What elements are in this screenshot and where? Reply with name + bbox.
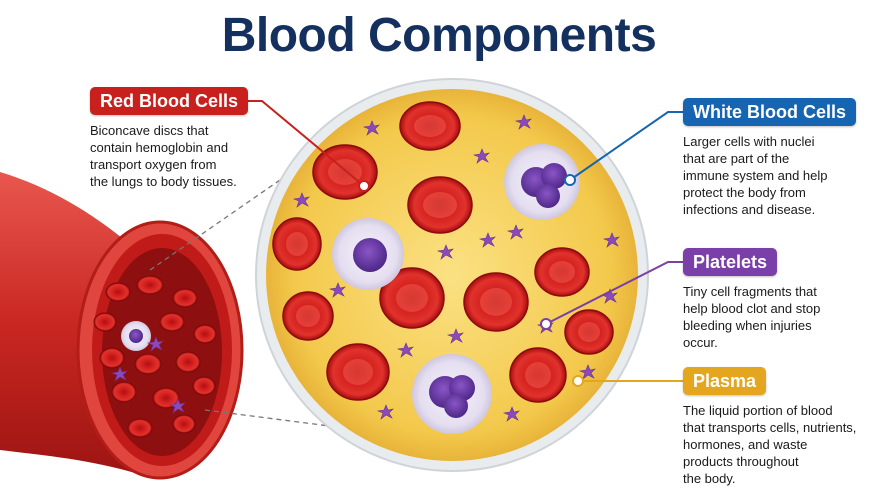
white-blood-cells-description: Larger cells with nuclei that are part o… — [683, 134, 828, 217]
blood-vessel — [0, 172, 244, 480]
platelets-label: Platelets — [683, 248, 778, 276]
white-blood-cell-bottom — [412, 354, 492, 434]
red-blood-cells-label: Red Blood Cells — [90, 87, 249, 115]
plasma-description: The liquid portion of blood that transpo… — [683, 403, 857, 486]
white-blood-cells-label: White Blood Cells — [683, 98, 856, 126]
page-title: Blood Components — [221, 9, 657, 62]
plasma-label: Plasma — [683, 367, 767, 395]
red-blood-cells-description: Biconcave discs that contain hemoglobin … — [90, 123, 237, 189]
platelets-description: Tiny cell fragments that help blood clot… — [683, 284, 821, 350]
magnified-blood-sample — [255, 78, 649, 472]
white-blood-cell-left — [332, 218, 404, 290]
zoom-line-bottom — [204, 409, 346, 429]
white-blood-cell-top-right — [504, 144, 580, 220]
